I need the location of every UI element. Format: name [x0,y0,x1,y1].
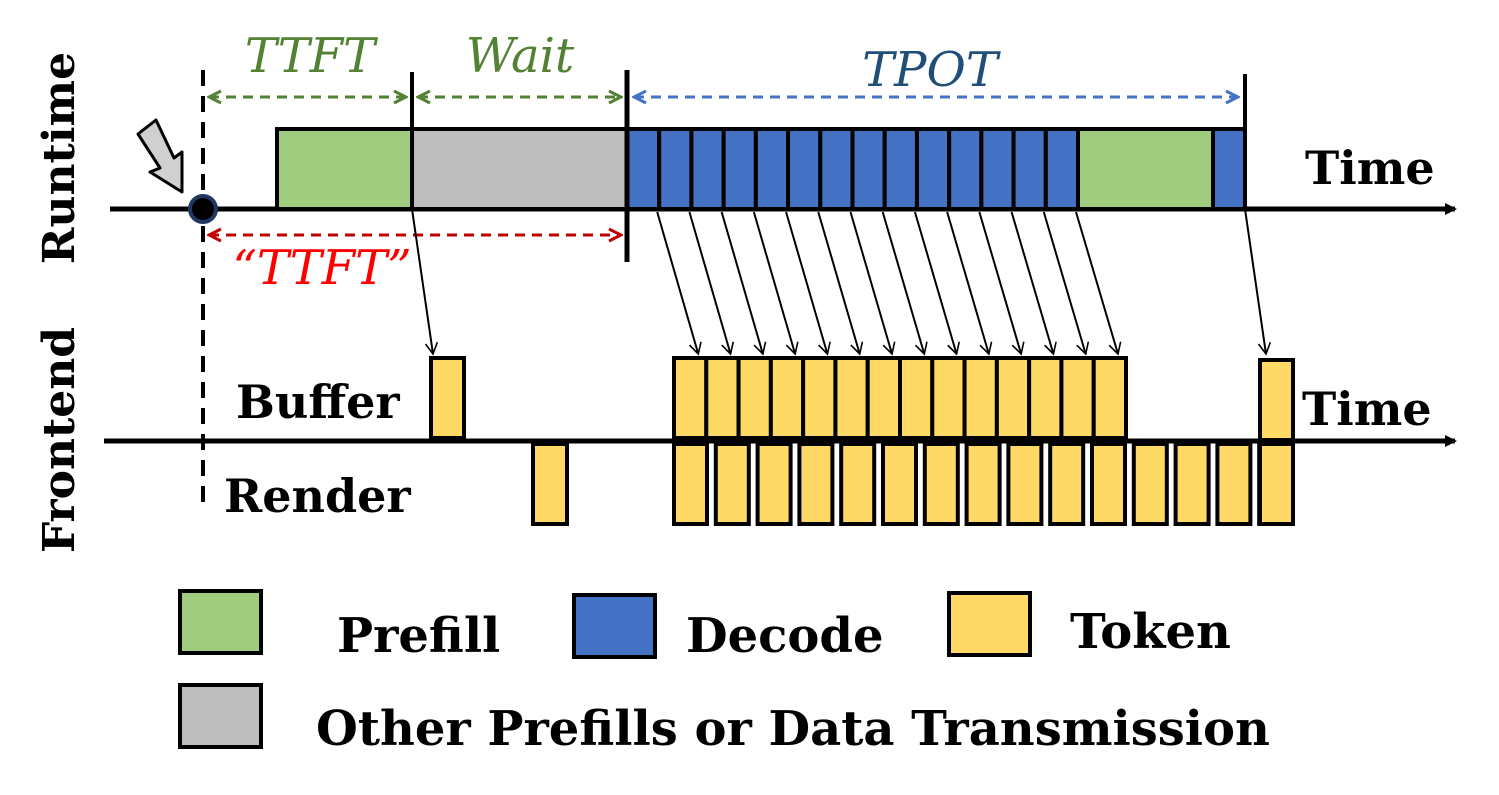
buffer-token [672,356,709,440]
buffer-token [930,356,967,440]
flow-arrow [881,211,928,356]
legend-token-swatch [947,591,1032,657]
runtime-time-label: Time [1305,141,1435,195]
buffer-token [801,356,838,440]
decode-step [689,127,726,211]
flow-arrow [817,211,864,356]
legend-decode-swatch [572,593,657,659]
prefill-block [275,127,414,211]
buffer-token [994,356,1032,440]
decode-step [625,127,662,211]
decode-step [914,127,952,211]
flow-arrow [411,208,439,356]
buffer-token [429,356,466,440]
render-token [797,442,835,526]
render-token [713,442,751,526]
buffer-token [1258,358,1295,442]
render-token [1215,442,1253,526]
decode-step [882,127,919,211]
buffer-token [898,356,935,440]
decode-step [753,127,791,211]
wait-label: Wait [466,28,575,84]
buffer-token [833,356,870,440]
flow-arrow [978,211,1025,356]
runtime-lane-label: Runtime [34,52,85,264]
buffer-tokens [429,356,1295,442]
flow-arrow [1244,208,1272,356]
buffer-token [962,356,999,440]
request-arrival-arrow-icon [136,118,184,194]
decode-step [818,127,855,211]
other-prefills-block [410,127,629,211]
observed-ttft-label: “TTFT” [232,240,411,296]
decode-step-final [1211,127,1247,211]
flow-arrow [913,211,961,356]
flow-arrow [849,211,896,356]
buffer-token [1059,356,1096,440]
buffer-token [736,356,773,440]
second-prefill-block [1076,127,1215,211]
flow-arrow [752,211,799,356]
legend-other-swatch [178,683,263,749]
token-flow-arrows [411,208,1272,356]
frontend-lane-label: Frontend [34,327,85,553]
legend-token-label: Token [1070,604,1231,660]
decode-steps [625,127,1081,211]
decode-step [721,127,758,211]
flow-arrow [785,211,831,356]
render-token [1258,442,1295,526]
render-token [1173,442,1211,526]
ttft-label: TTFT [245,28,378,84]
buffer-token [704,356,741,440]
legend-prefill-label: Prefill [337,608,500,664]
flow-arrow [688,211,735,356]
decode-step [947,127,984,211]
flow-arrow [946,211,993,356]
flow-arrow [656,211,702,356]
decode-step [786,127,823,211]
buffer-token [768,356,806,440]
render-tokens [531,442,1295,526]
tpot-label: TPOT [862,42,1001,98]
decode-step [979,127,1016,211]
flow-arrow [1042,211,1090,356]
flow-arrow [720,211,767,356]
legend: Prefill Decode Token Other Prefills or D… [178,589,1270,757]
legend-prefill-swatch [178,589,263,655]
flow-arrow [1010,211,1057,356]
render-token [839,442,877,526]
decode-step [850,127,887,211]
buffer-token [1027,356,1064,440]
render-token [755,442,793,526]
render-token [1006,442,1044,526]
render-token [881,442,918,526]
render-token [964,442,1002,526]
legend-other-label: Other Prefills or Data Transmission [316,701,1270,757]
render-token [531,442,569,526]
request-arrival-dot [188,194,218,224]
legend-decode-label: Decode [686,608,884,664]
frontend-time-label: Time [1302,382,1432,436]
render-token [1131,442,1169,526]
buffer-label: Buffer [236,375,400,429]
flow-arrow [1075,211,1122,356]
render-token [1048,442,1086,526]
buffer-token [1091,356,1128,440]
render-token [922,442,960,526]
render-label: Render [224,469,411,523]
render-token [672,442,709,526]
decode-step [1011,127,1048,211]
decode-step [657,127,694,211]
decode-step [1043,127,1081,211]
render-token [1090,442,1127,526]
buffer-token [865,356,903,440]
